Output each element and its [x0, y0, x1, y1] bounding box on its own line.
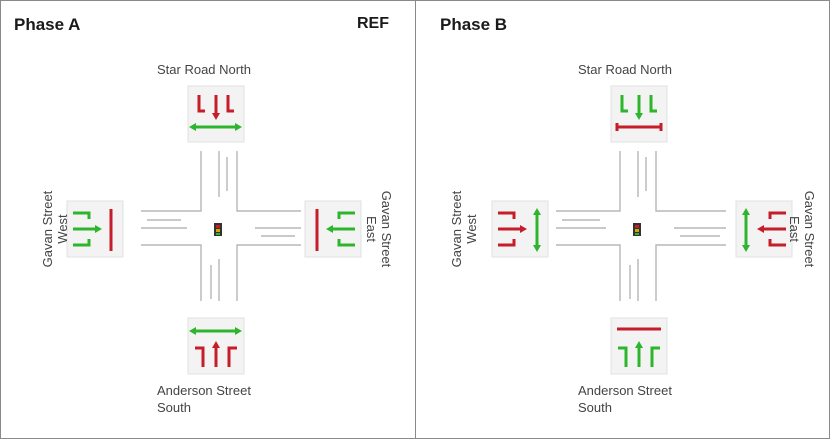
east-signal-box [304, 200, 362, 258]
east-approach-label: Gavan Street East [787, 189, 817, 269]
west-label-line1: Gavan Street [40, 190, 55, 268]
east-label-line1: Gavan Street [802, 190, 817, 268]
traffic-light-icon [633, 223, 641, 236]
east-label-line2: East [364, 215, 379, 242]
north-pedestrian-bar [615, 123, 663, 131]
intersection-diagram [491, 85, 793, 375]
east-approach-label: Gavan Street East [364, 189, 394, 269]
west-approach-label: Gavan Street West [449, 189, 479, 269]
west-label-line1: Gavan Street [449, 190, 464, 268]
west-approach-label: Gavan Street West [40, 189, 70, 269]
south-label-line1: Anderson Street [157, 383, 251, 398]
west-label-line2: West [55, 214, 70, 244]
phase-a-panel: Phase A REF [1, 1, 414, 438]
west-signal-box [491, 200, 549, 258]
north-signal-box [610, 85, 668, 143]
west-label-line2: West [464, 214, 479, 244]
south-signal-box [187, 317, 245, 375]
north-approach-label: Star Road North [157, 62, 251, 77]
phase-title: Phase A [14, 15, 81, 34]
road-outline [141, 151, 301, 301]
south-approach-label: Anderson Street South [157, 382, 251, 416]
intersection-diagram [66, 85, 362, 375]
south-signal-box [610, 317, 668, 375]
traffic-light-icon [214, 223, 222, 236]
east-label-line2: East [787, 215, 802, 242]
phase-b-panel: Phase B [415, 1, 829, 438]
east-signal-box [735, 200, 793, 258]
west-movement-arrows [498, 211, 522, 247]
ref-badge: REF [357, 15, 389, 32]
road-outline [556, 151, 726, 301]
phase-title: Phase B [440, 15, 508, 34]
south-approach-label: Anderson Street South [578, 382, 672, 416]
east-movement-arrows [762, 211, 786, 247]
north-signal-box [187, 85, 245, 143]
north-movement-arrows [620, 95, 657, 115]
south-label-line2: South [157, 400, 191, 415]
south-movement-arrows [618, 345, 660, 367]
west-movement-arrows [73, 211, 97, 247]
south-label-line2: South [578, 400, 612, 415]
east-movement-arrows [331, 211, 355, 247]
north-movement-arrows [197, 95, 234, 115]
north-approach-label: Star Road North [578, 62, 672, 77]
west-signal-box [66, 200, 124, 258]
east-label-line1: Gavan Street [379, 190, 394, 268]
south-movement-arrows [195, 345, 237, 367]
south-label-line1: Anderson Street [578, 383, 672, 398]
